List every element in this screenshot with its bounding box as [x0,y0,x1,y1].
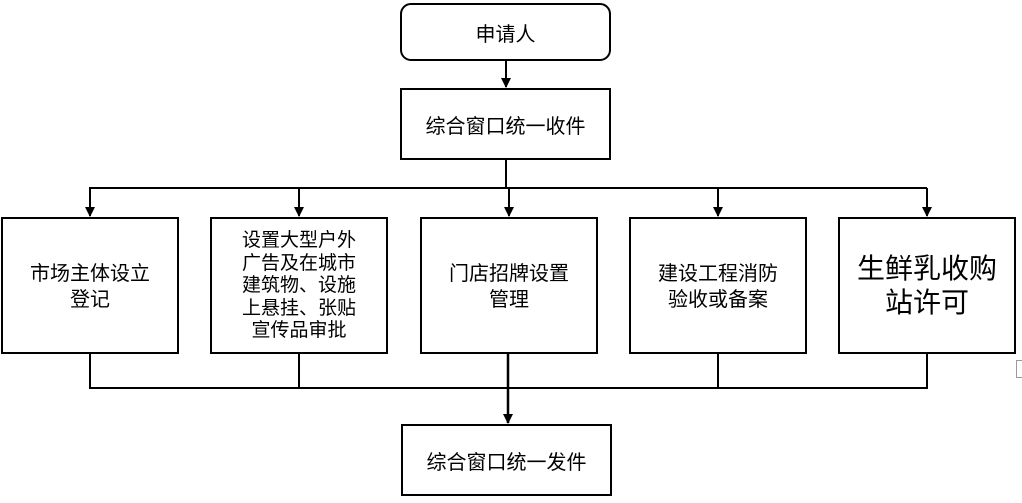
dept-label: 市场主体设立 登记 [30,260,150,311]
dept-box-fire-acceptance: 建设工程消防 验收或备案 [629,217,807,354]
issue-box: 综合窗口统一发件 [401,424,612,496]
dept-label: 生鲜乳收购 站许可 [856,251,997,319]
receive-box: 综合窗口统一收件 [400,88,611,160]
issue-label: 综合窗口统一发件 [426,449,587,474]
dept-label: 门店招牌设置 管理 [449,260,569,311]
dept-label: 设置大型户外 广告及在城市 建筑物、设施 上悬挂、张贴 宣传品审批 [241,229,356,342]
dept-box-market-registration: 市场主体设立 登记 [1,217,179,354]
receive-label: 综合窗口统一收件 [425,113,586,138]
dept-box-store-signage: 门店招牌设置 管理 [420,217,598,354]
applicant-label: 申请人 [475,21,536,46]
applicant-box: 申请人 [400,3,611,61]
edge-bracket-mark [1016,360,1022,378]
dept-box-outdoor-advertising: 设置大型户外 广告及在城市 建筑物、设施 上悬挂、张贴 宣传品审批 [210,217,388,354]
dept-box-fresh-milk-permit: 生鲜乳收购 站许可 [838,217,1016,354]
dept-label: 建设工程消防 验收或备案 [658,260,778,311]
